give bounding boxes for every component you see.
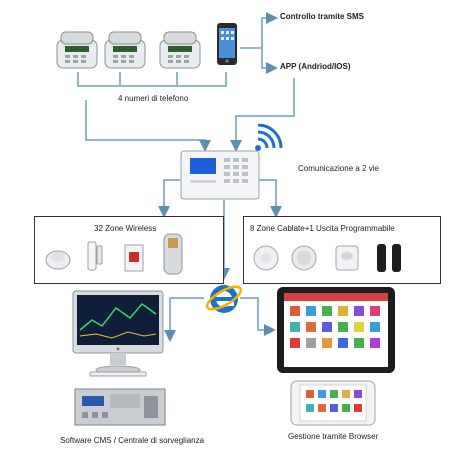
cms-monitor	[72, 290, 164, 378]
landline-phone-1	[55, 30, 99, 70]
surveillance-server-unit	[74, 388, 166, 426]
two-way-comms-label: Comunicazione a 2 vie	[298, 164, 379, 173]
wired-smoke-sensor-icon	[252, 244, 280, 272]
internet-to-pc-line	[164, 297, 204, 342]
landline-phone-3	[158, 30, 202, 70]
wired-glassbreak-sensor-icon	[290, 244, 318, 272]
landline-phone-2	[103, 30, 147, 70]
wired-pir-sensor-icon	[334, 244, 360, 272]
door-contact-icon	[86, 240, 104, 274]
smartphone-to-sms-line	[240, 12, 278, 49]
wired-zones-label: 8 Zone Cablate+1 Uscita Programmabile	[250, 224, 395, 233]
internet-to-tablet-line	[240, 297, 276, 336]
app-label: APP (Andriod/IOS)	[280, 62, 351, 71]
phones-to-panel-line	[85, 100, 211, 152]
smoke-detector-icon	[44, 244, 72, 272]
panic-button-icon	[124, 244, 144, 272]
panel-to-wireless-line	[158, 179, 180, 218]
mobile-browser-device	[290, 380, 376, 426]
internet-icon	[204, 278, 244, 318]
smartphone	[216, 22, 238, 66]
sms-control-label: Controllo tramite SMS	[280, 12, 365, 21]
wired-beam-sensor-icon	[374, 242, 404, 274]
panel-to-wired-line	[258, 179, 282, 218]
app-to-panel-line	[230, 78, 295, 152]
browser-management-label: Gestione tramite Browser	[288, 432, 379, 441]
phone-numbers-label: 4 numeri di telefono	[118, 94, 189, 103]
cms-software-label: Software CMS / Centrale di sorveglianza	[60, 436, 205, 445]
alarm-control-panel	[180, 150, 260, 200]
tablet-device	[276, 286, 396, 374]
phones-bracket	[77, 72, 227, 87]
siren-icon	[160, 232, 186, 276]
wireless-zones-label: 32 Zone Wireless	[94, 224, 157, 233]
wifi-signal-icon	[252, 123, 286, 154]
smartphone-to-app-line	[261, 48, 278, 74]
